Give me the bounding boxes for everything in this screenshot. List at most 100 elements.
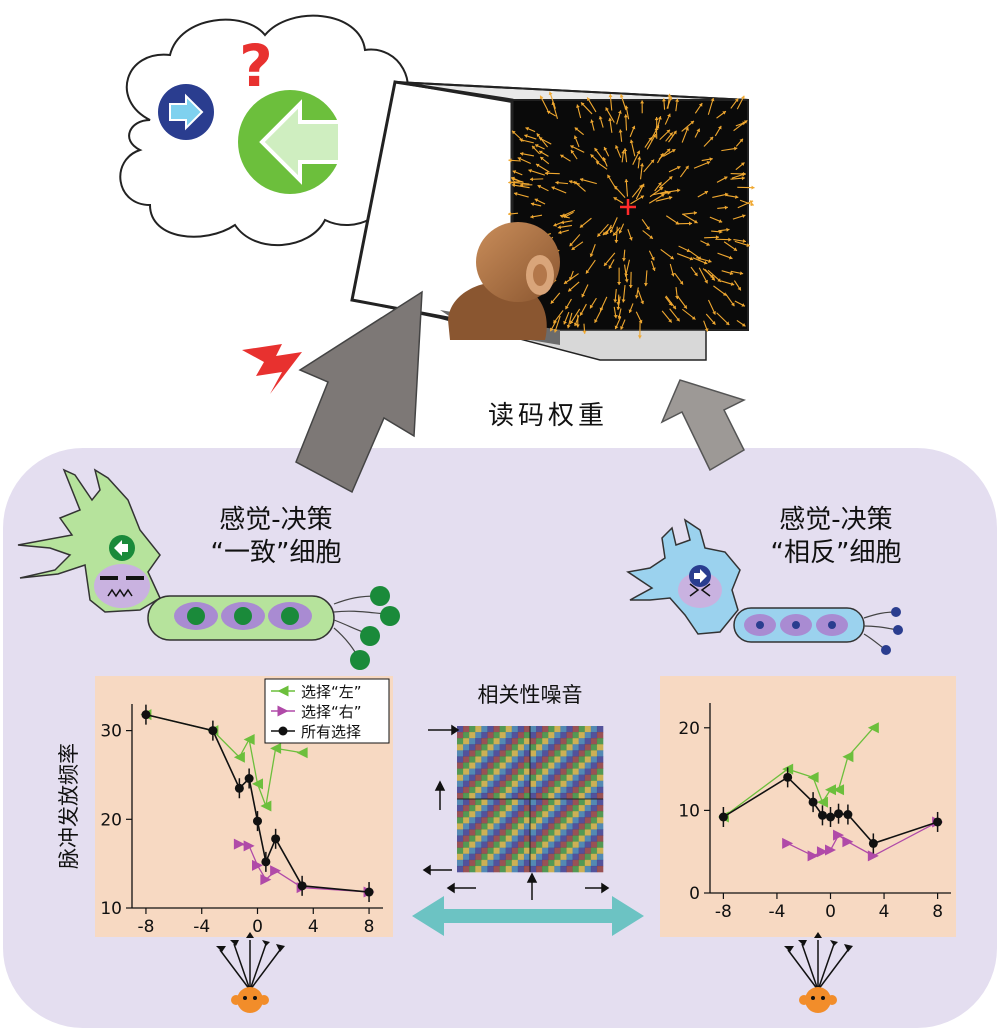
noise-cell: [499, 762, 506, 769]
motion-dot-head: [519, 138, 523, 143]
noise-cell: [584, 853, 592, 861]
noise-cell: [475, 817, 482, 824]
data-point: [277, 705, 289, 717]
noise-cell: [554, 744, 561, 751]
noise-cell: [499, 756, 506, 763]
x-tick-label: 4: [879, 902, 890, 922]
noise-cell: [548, 811, 555, 818]
y-tick-label: 10: [678, 801, 700, 821]
noise-cell: [457, 829, 464, 836]
motion-dot-head: [540, 156, 544, 161]
noise-cell: [469, 865, 476, 873]
noise-cell: [578, 768, 586, 775]
motion-dot-head: [536, 163, 540, 168]
noise-cell: [457, 756, 464, 763]
motion-dot-head: [617, 315, 622, 319]
noise-cell: [578, 811, 586, 818]
noise-cell: [536, 853, 543, 861]
motion-dot-head: [675, 295, 680, 300]
noise-cell: [505, 780, 513, 788]
x-tick-label: -4: [768, 902, 785, 922]
motion-dot-head: [685, 127, 689, 131]
motion-dot-head: [722, 111, 726, 115]
noise-cell: [536, 841, 543, 848]
noise-cell: [584, 744, 592, 751]
fixation-cross: [620, 199, 636, 215]
noise-cell: [481, 792, 488, 800]
noise-cell: [578, 792, 586, 800]
data-point: [933, 817, 943, 827]
motion-dot-head: [614, 145, 619, 149]
motion-dot-head: [508, 158, 512, 163]
noise-cell: [560, 841, 567, 848]
motion-dot-head: [741, 95, 745, 100]
noise-cell: [566, 726, 573, 733]
noise-cell: [590, 865, 598, 873]
noise-cell: [530, 817, 537, 824]
noise-cell: [481, 847, 488, 855]
noise-cell: [469, 774, 476, 782]
noise-cell: [511, 750, 519, 757]
noise-cell: [572, 744, 579, 751]
noise-cell: [536, 786, 543, 794]
noise-cell: [469, 823, 476, 830]
noise-cell: [554, 738, 561, 745]
noise-cell: [469, 835, 476, 842]
motion-dot-head: [624, 279, 629, 283]
data-point: [277, 685, 289, 697]
noise-cell: [523, 859, 531, 867]
noise-cell: [578, 786, 586, 794]
motion-dot-head: [657, 116, 662, 120]
noise-cell: [560, 865, 567, 873]
noise-cell: [536, 768, 543, 775]
motion-dot-head: [709, 157, 713, 162]
noise-cell: [457, 799, 464, 806]
noise-cell: [487, 792, 494, 800]
motion-dot-head: [735, 194, 739, 199]
noise-cell: [530, 744, 537, 751]
noise-cell: [536, 726, 543, 733]
noise-cell: [566, 786, 573, 794]
motion-dot-head: [667, 93, 672, 97]
right-neuron: [626, 518, 903, 655]
noise-cell: [487, 732, 494, 739]
noise-cell: [548, 726, 555, 733]
noise-cell: [493, 768, 500, 775]
noise-cell: [596, 774, 604, 782]
noise-cell: [548, 744, 555, 751]
noise-cell: [505, 750, 513, 757]
motion-dot-head: [579, 312, 584, 316]
motion-dot-head: [529, 177, 534, 182]
noise-cell: [554, 768, 561, 775]
left-arrow-icon: [238, 90, 342, 194]
motion-dot-head: [640, 300, 645, 305]
data-point: [208, 726, 218, 736]
motion-dot-head: [676, 317, 680, 322]
data-point: [253, 816, 262, 826]
noise-cell: [554, 805, 561, 812]
noise-cell: [572, 811, 579, 818]
motion-dot-head: [597, 233, 601, 237]
noise-cell: [493, 829, 500, 836]
motion-dot-head: [585, 269, 590, 274]
noise-cell: [536, 792, 543, 800]
left-cell-title-line2: “一致”细胞: [211, 538, 342, 568]
noise-cell: [493, 865, 500, 873]
motion-dot-head: [574, 127, 579, 131]
noise-cell: [584, 841, 592, 848]
noise-cell: [463, 792, 470, 800]
noise-cell: [548, 835, 555, 842]
noise-cell: [469, 811, 476, 818]
noise-cell: [487, 823, 494, 830]
noise-cell: [463, 762, 470, 769]
noise-cell: [517, 750, 525, 757]
motion-dot-head: [631, 125, 636, 130]
motion-dot-head: [654, 117, 659, 121]
motion-dot-head: [669, 132, 673, 137]
motion-dot-head: [667, 113, 671, 118]
noise-cell: [517, 744, 525, 751]
motion-dot-head: [668, 318, 672, 323]
data-point: [718, 812, 728, 822]
noise-cell: [499, 799, 506, 806]
